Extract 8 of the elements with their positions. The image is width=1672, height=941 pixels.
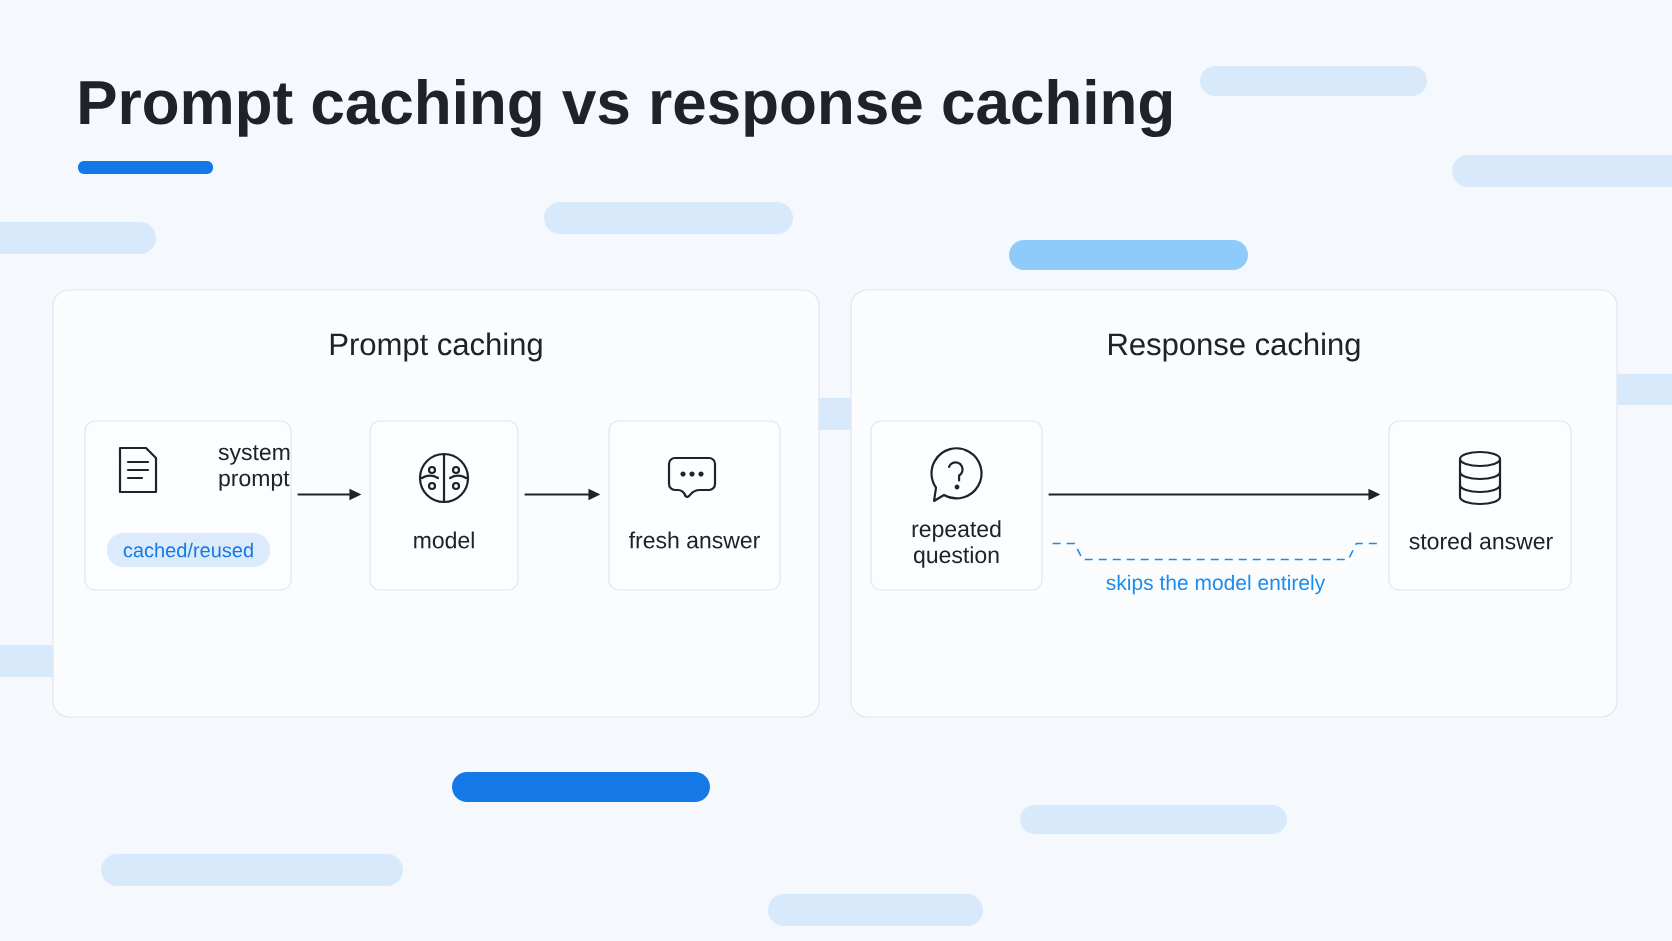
card: stored answer bbox=[1388, 420, 1572, 591]
card: repeated question bbox=[870, 420, 1043, 591]
tag: cached/reused bbox=[107, 533, 270, 567]
card: model bbox=[369, 420, 519, 591]
edge-label: skips the model entirely bbox=[1103, 572, 1328, 597]
title: Prompt caching vs response caching bbox=[80, 78, 1172, 137]
card: fresh answer bbox=[608, 420, 781, 591]
bypass-line bbox=[1051, 542, 1380, 561]
